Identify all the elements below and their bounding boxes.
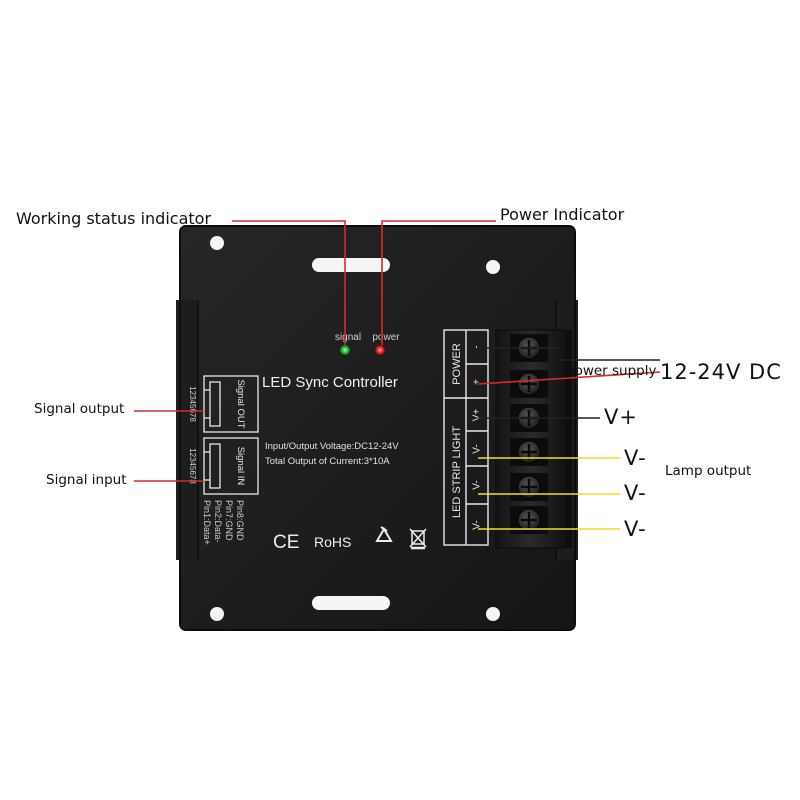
terminal-block	[495, 329, 572, 549]
rohs-mark: RoHS	[314, 534, 351, 550]
power-led	[375, 345, 385, 355]
spec-current: Total Output of Current:3*10A	[265, 456, 390, 467]
callout-v-minus-3: V-	[624, 517, 647, 541]
device-title: LED Sync Controller	[262, 374, 398, 391]
terminal-label: +	[472, 379, 483, 385]
callout-signal-input: Signal input	[46, 472, 127, 488]
signal-out-port	[203, 375, 259, 433]
terminal-group-light: LED STRIP LIGHT	[451, 426, 463, 518]
signal-in-port	[203, 437, 259, 495]
pin-numbers-in: 12345678	[188, 448, 197, 484]
callout-power-indicator: Power Indicator	[500, 205, 625, 224]
callout-v-plus: V+	[604, 405, 638, 429]
callout-v-minus-2: V-	[624, 481, 647, 505]
recycle-icon	[375, 526, 393, 542]
spec-voltage: Input/Output Voltage:DC12-24V	[265, 441, 399, 452]
status-led	[340, 345, 350, 355]
terminal-label-box	[443, 329, 489, 546]
callout-signal-output: Signal output	[34, 401, 125, 417]
callout-supply-voltage: 12-24V DC	[660, 360, 782, 384]
led-label-signal: signal	[335, 332, 361, 343]
callout-power-supply: power supply	[566, 363, 657, 379]
pin-numbers-out: 12345678	[188, 386, 197, 422]
callout-working-status: Working status indicator	[16, 209, 212, 228]
led-label-power: power	[372, 332, 400, 343]
terminal-group-power: POWER	[451, 343, 463, 385]
callout-lamp-output: Lamp output	[665, 463, 752, 479]
terminal-screw	[510, 473, 548, 501]
pin-legend-line: Pin8:GND	[235, 500, 245, 541]
leader-lines	[134, 220, 661, 530]
terminal-label: V-	[472, 444, 483, 453]
port-in-label: Signal IN	[235, 447, 246, 486]
mounting-holes	[210, 236, 500, 621]
weee-bin-icon	[409, 528, 427, 550]
pin-legend-line: Pin1:Data+	[202, 500, 212, 545]
pin-legend-line: Pin7:GND	[224, 500, 234, 541]
terminal-label: V-	[472, 520, 483, 529]
terminal-label: V-	[472, 480, 483, 489]
terminal-label: -	[472, 345, 483, 348]
terminal-screw	[510, 370, 548, 398]
port-out-label: Signal OUT	[235, 379, 246, 428]
callout-v-minus-1: V-	[624, 446, 647, 470]
ce-mark: CE	[273, 532, 299, 553]
pin-legend-line: Pin2:Data-	[213, 500, 223, 543]
terminal-label: V+	[472, 409, 483, 422]
terminal-screw	[510, 438, 548, 466]
